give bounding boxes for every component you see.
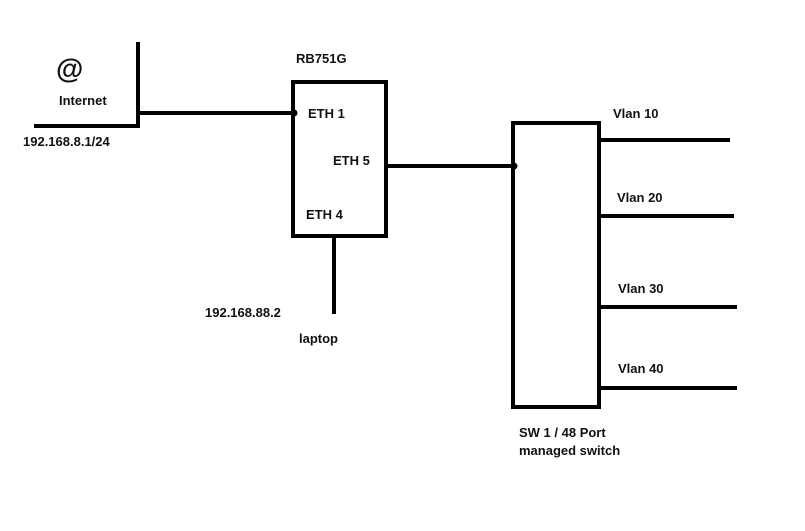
at-sign-icon: @ — [56, 53, 84, 84]
laptop-label: laptop — [299, 331, 338, 346]
eth1-port-label: ETH 1 — [308, 106, 345, 121]
vlan-30-label: Vlan 30 — [618, 281, 664, 296]
eth1-port-dot — [290, 109, 298, 117]
router-box — [291, 80, 388, 238]
eth5-port-label: ETH 5 — [333, 153, 370, 168]
vlan-40-label: Vlan 40 — [618, 361, 664, 376]
switch-box — [511, 121, 601, 409]
laptop-ip-label: 192.168.88.2 — [205, 305, 281, 320]
internet-label: Internet — [59, 93, 107, 108]
switch-label-line2: managed switch — [519, 443, 621, 458]
eth4-port-label: ETH 4 — [306, 207, 343, 222]
internet-ip-label: 192.168.8.1/24 — [23, 134, 110, 149]
vlan-20-label: Vlan 20 — [617, 190, 663, 205]
vlan-10-label: Vlan 10 — [613, 106, 659, 121]
switch-label-line1: SW 1 / 48 Port — [519, 425, 606, 440]
router-name-label: RB751G — [296, 51, 347, 66]
eth5-port-dot — [510, 162, 518, 170]
